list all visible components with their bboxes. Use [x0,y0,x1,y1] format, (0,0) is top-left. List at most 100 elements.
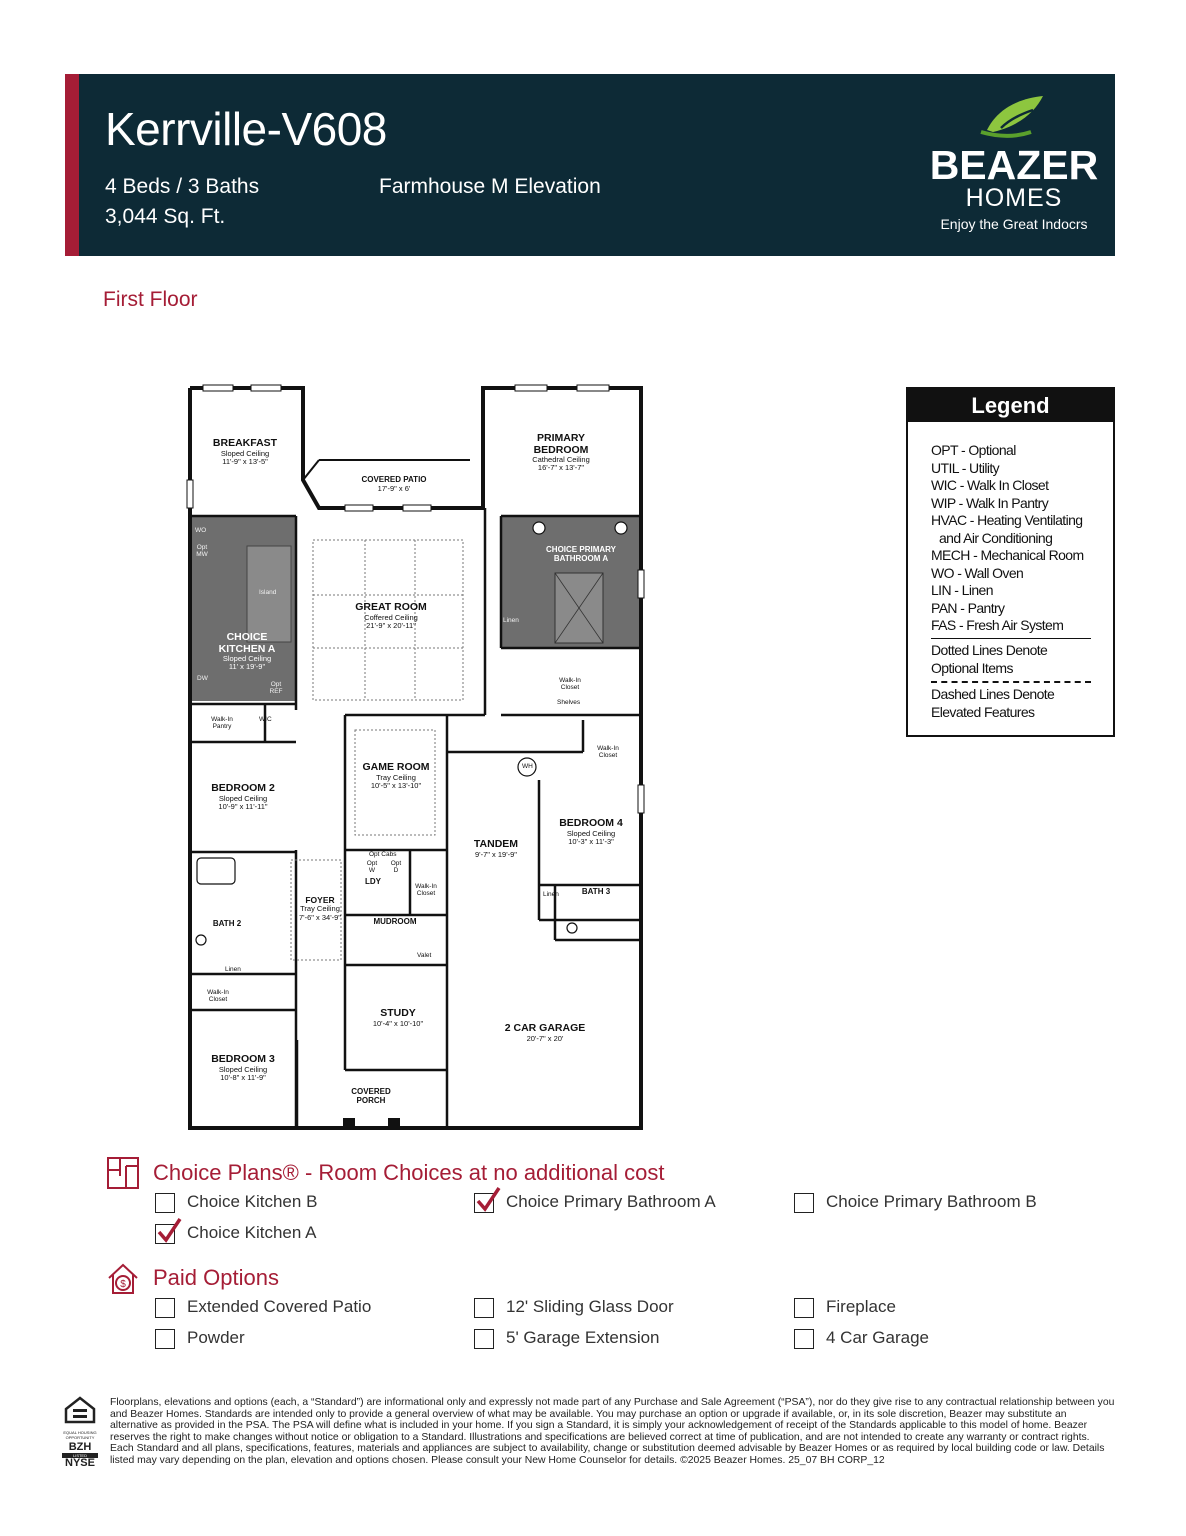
logo-sub: HOMES [965,184,1063,212]
legend-item: FAS - Fresh Air System [931,617,1064,633]
room-choice-primary-bath: CHOICE PRIMARY BATHROOM A [537,545,625,564]
room-dims: 16'-7" x 13'-7" [537,463,585,473]
option-choice-primary-bath-a[interactable]: Choice Primary Bathroom A [474,1187,764,1214]
room-ceiling: Sloped Ceiling [218,1064,268,1074]
room-garage: 2 CAR GARAGE 20'-7" x 20' [491,1022,599,1043]
legend-dashed-note-1: Dashed Lines Denote [931,686,1055,702]
option-label: Choice Primary Bathroom A [506,1192,716,1211]
option-sliding-glass-door[interactable]: 12' Sliding Glass Door [474,1297,734,1319]
room-name: PRIMARY BEDROOM [533,432,589,456]
option-choice-kitchen-b[interactable]: Choice Kitchen B [155,1192,415,1214]
label-dw: DW [197,675,208,682]
option-label: Extended Covered Patio [187,1297,372,1316]
room-foyer: FOYER Tray Ceiling 7'-6" x 34'-9" [293,895,347,922]
option-4-car-garage[interactable]: 4 Car Garage [794,1328,994,1350]
label-wh: WH [522,763,533,770]
label-walkin-closet-br4: Walk-In Closet [597,745,619,759]
option-choice-primary-bath-b[interactable]: Choice Primary Bathroom B [794,1192,1094,1214]
option-checkbox[interactable] [794,1193,814,1213]
check-icon [476,1187,501,1212]
option-checkbox[interactable] [155,1224,175,1244]
legend-item: WIP - Walk In Pantry [931,494,1049,511]
room-ceiling: Sloped Ceiling [222,654,272,664]
room-dims: 10'-9" x 11'-11" [218,801,268,811]
room-name: BEDROOM 3 [211,1053,275,1065]
legend-item: WO - Wall Oven [931,564,1024,581]
choice-plans-title: Choice Plans® - Room Choices at no addit… [153,1160,665,1185]
legend-item: OPT - Optional [931,442,1016,458]
legend-dotted-note-2: Optional Items [931,660,1013,676]
option-label: Choice Primary Bathroom B [826,1192,1037,1211]
option-checkbox[interactable] [794,1298,814,1318]
eho-text: EQUAL HOUSING OPPORTUNITY [63,1430,97,1440]
room-dims: 11' x 19'-9" [228,662,266,672]
room-covered-porch: COVERED PORCH [343,1087,399,1106]
legend-list: OPT - Optional UTIL - Utility WIC - Walk… [931,442,1084,635]
label-ldy: LDY [365,877,381,886]
room-dims: 7'-6" x 34'-9" [299,912,341,922]
room-dims: 17'-9" x 6' [377,483,411,493]
option-checkbox[interactable] [474,1298,494,1318]
room-dims: 20'-7" x 20' [526,1033,564,1043]
floorplan-drawing [186,384,645,1130]
room-ceiling: Coffered Ceiling [364,612,418,622]
label-opt-w: Opt W [366,860,378,874]
room-name: TANDEM [473,838,519,850]
option-label: 4 Car Garage [826,1328,929,1347]
option-label: Choice Kitchen B [187,1192,318,1211]
room-bedroom-2: BEDROOM 2 Sloped Ceiling 10'-9" x 11'-11… [201,782,285,811]
equal-housing-logo: EQUAL HOUSING OPPORTUNITY BZH LISTED NYS… [62,1395,98,1469]
option-checkbox[interactable] [155,1298,175,1318]
room-bath-3: BATH 3 [581,887,611,897]
option-label: 5' Garage Extension [506,1328,660,1347]
header-banner: Kerrville-V608 4 Beds / 3 Baths 3,044 Sq… [65,74,1115,256]
legend-body: OPT - Optional UTIL - Utility WIC - Walk… [908,422,1113,735]
label-linen-bath2: Linen [225,966,241,973]
option-checkbox[interactable] [155,1193,175,1213]
room-name: GAME ROOM [362,761,430,773]
room-name: BEDROOM 4 [559,817,623,829]
legend-item: MECH - Mechanical Room [931,547,1084,563]
beazer-logo: BEAZER HOMES Enjoy the Great Indocrs [929,92,1099,242]
room-ceiling: Tray Ceiling [300,904,340,914]
room-bath-2: BATH 2 [209,919,245,929]
label-wic: WIC [259,716,272,723]
label-shelves: Shelves [557,699,581,706]
room-dims: 11'-9" x 13'-5" [222,456,268,466]
plan-beds-baths: 4 Beds / 3 Baths [105,175,260,198]
option-garage-extension[interactable]: 5' Garage Extension [474,1328,734,1350]
option-checkbox[interactable] [474,1329,494,1349]
option-powder[interactable]: Powder [155,1328,355,1350]
option-label: Fireplace [826,1297,896,1316]
room-dims: 10'-3" x 11'-3" [568,836,614,846]
legend-dashed-note-2: Elevated Features [931,704,1035,720]
legend: Legend OPT - Optional UTIL - Utility WIC… [906,387,1115,737]
room-ceiling: Sloped Ceiling [566,828,616,838]
room-dims: 10'-4" x 10'-10" [372,1018,424,1028]
equal-housing-icon [64,1396,96,1424]
label-opt-d: Opt D [390,860,402,874]
room-dims: 10'-8" x 11'-9" [220,1072,266,1082]
option-checkbox[interactable] [474,1193,494,1213]
legend-dotted-note-1: Dotted Lines Denote [931,642,1048,658]
label-opt-ref: Opt REF [269,681,283,695]
room-name: BATH 3 [581,887,611,896]
legend-item: HVAC - Heating Ventilating [931,512,1083,528]
option-choice-kitchen-a[interactable]: Choice Kitchen A [155,1218,415,1245]
label-opt-cabs: Opt Cabs [369,851,397,858]
room-dims: 10'-5" x 13'-10" [370,780,422,790]
legend-title: Legend [908,389,1113,422]
svg-text:$: $ [120,1279,126,1290]
legend-item: and Air Conditioning [939,529,1053,546]
label-walkin-pantry: Walk-In Pantry [211,716,233,730]
room-ceiling: Tray Ceiling [376,772,416,782]
option-fireplace[interactable]: Fireplace [794,1297,994,1319]
room-mudroom: MUDROOM [365,917,425,927]
option-checkbox[interactable] [155,1329,175,1349]
option-extended-covered-patio[interactable]: Extended Covered Patio [155,1297,415,1319]
room-tandem: TANDEM 9'-7" x 19'-9" [461,838,531,859]
room-ceiling: Sloped Ceiling [218,793,268,803]
option-checkbox[interactable] [794,1329,814,1349]
room-study: STUDY 10'-4" x 10'-10" [363,1007,433,1028]
label-walkin-closet-primary: Walk-In Closet [559,677,581,691]
